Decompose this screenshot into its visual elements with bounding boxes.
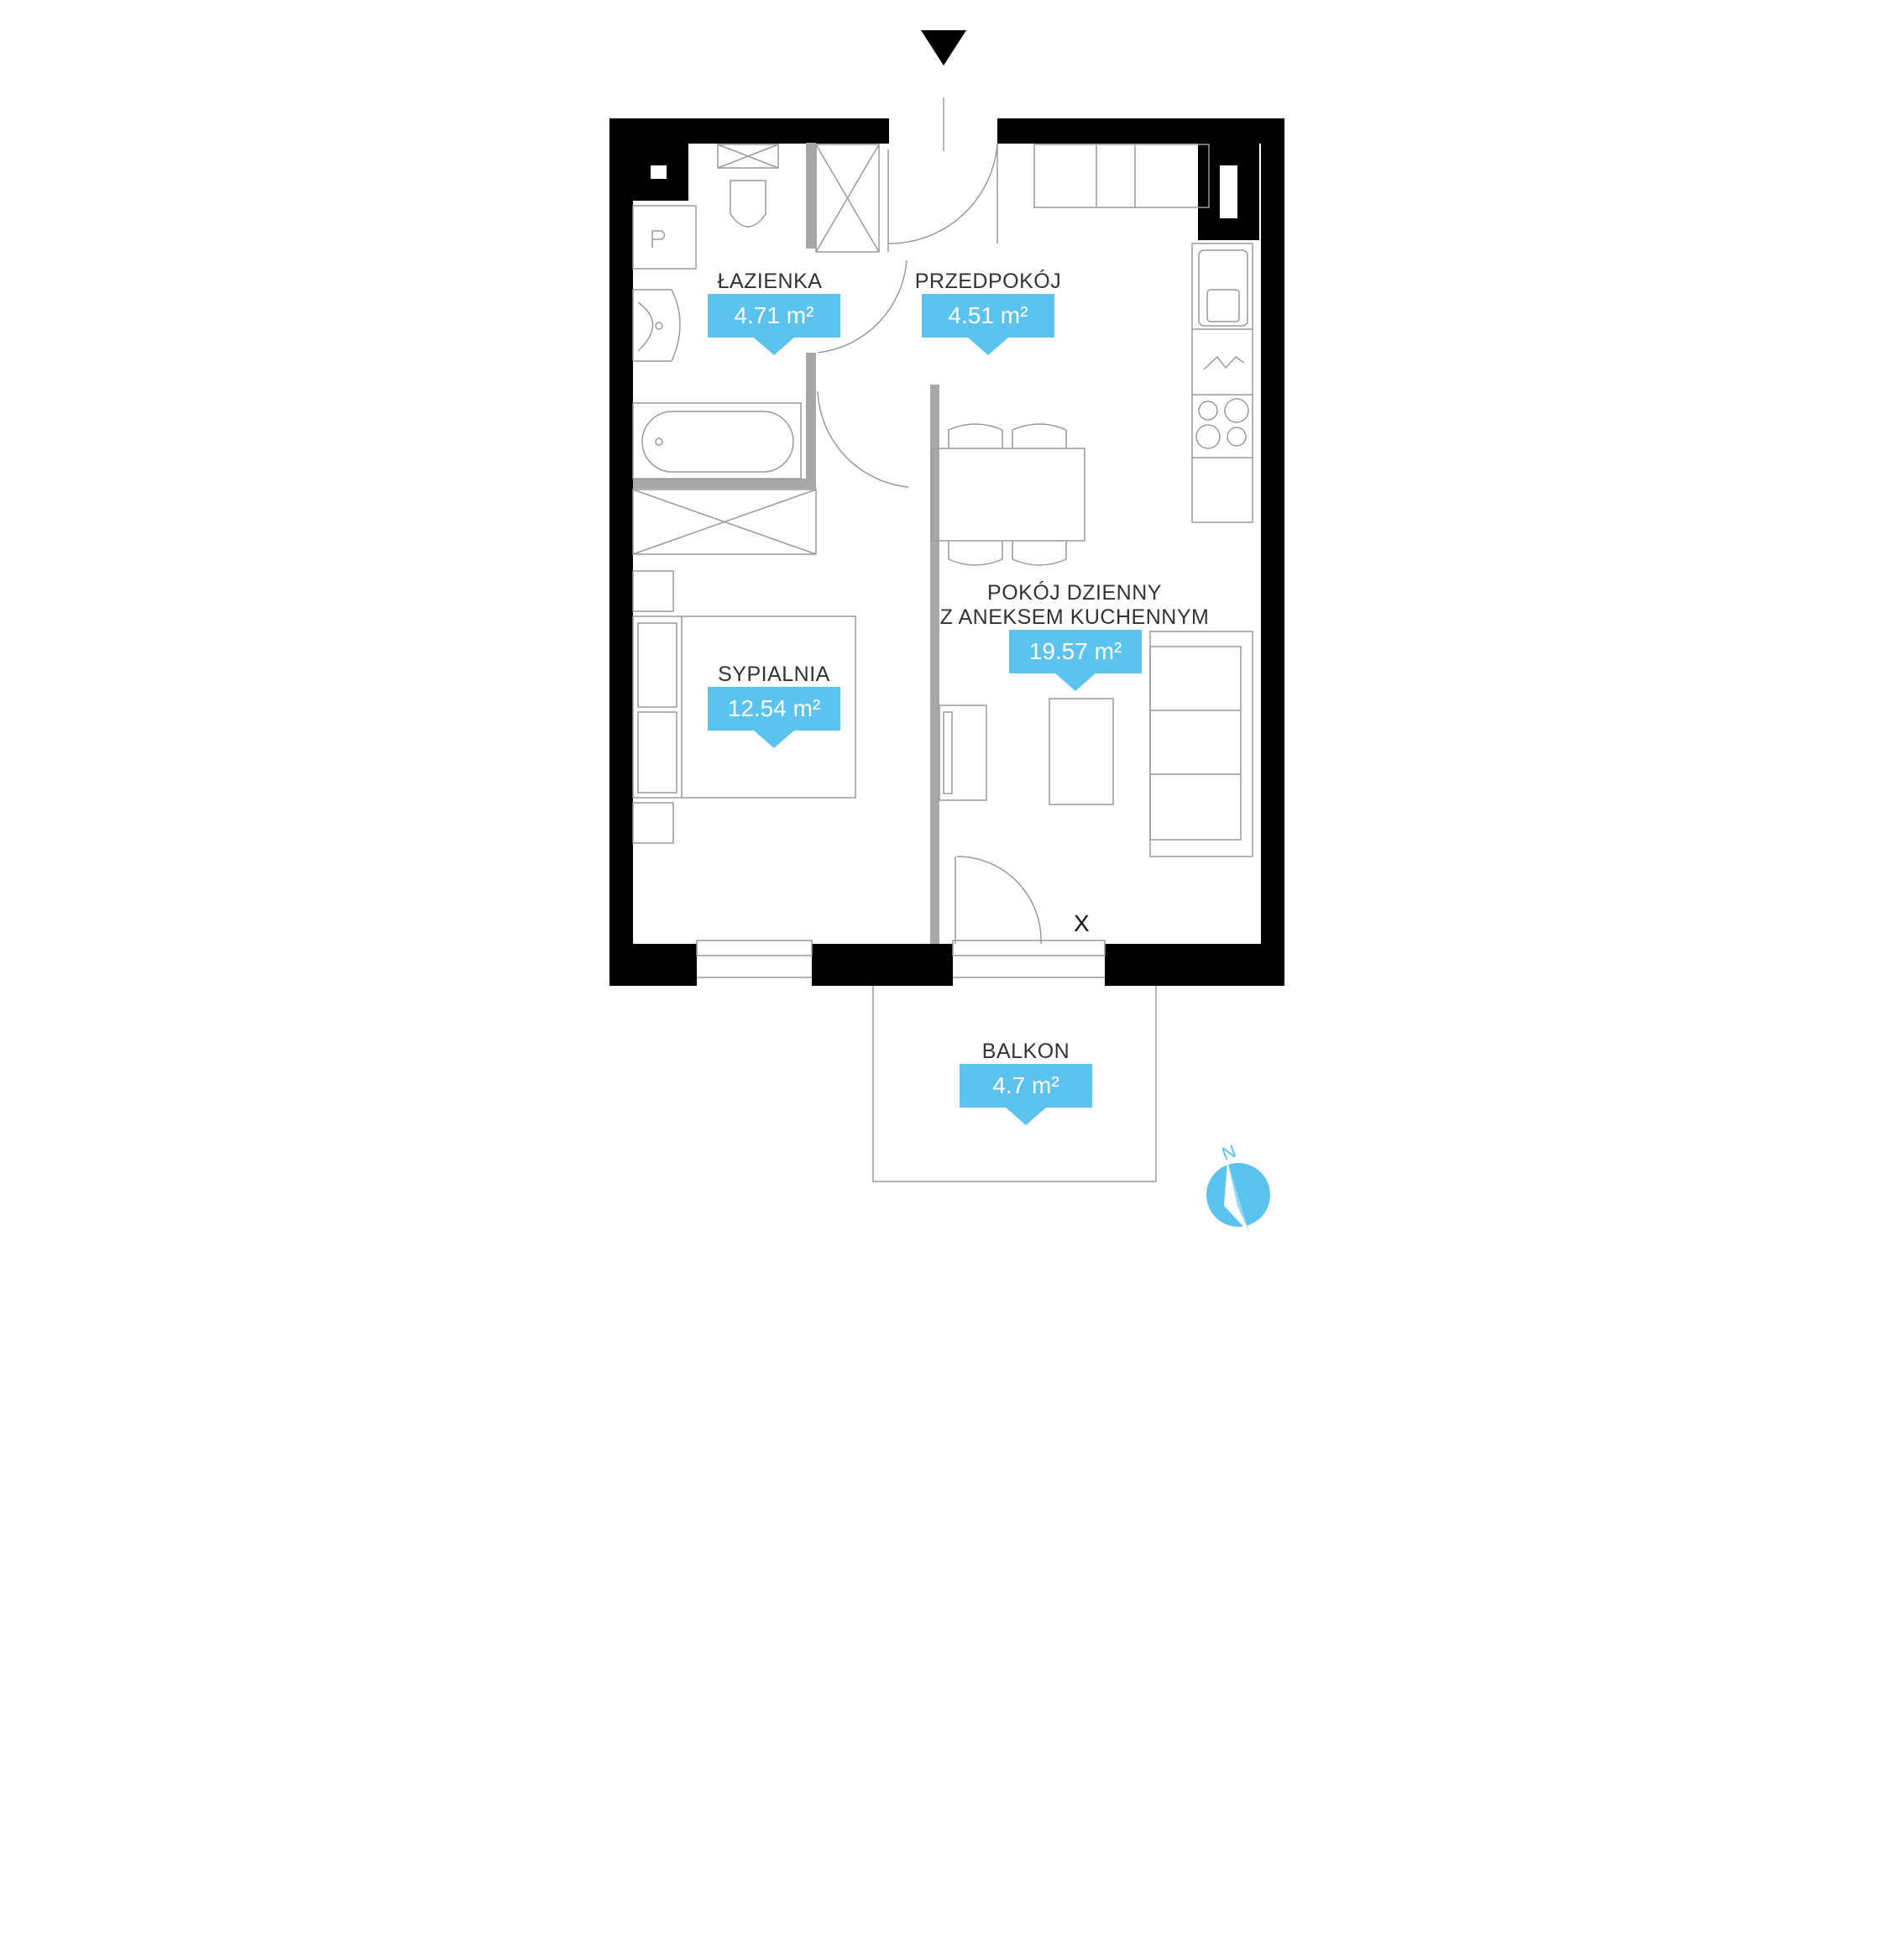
- area-tag-przedpokoj: 4.51 m²: [922, 294, 1054, 355]
- area-tag-sypialnia: 12.54 m²: [708, 687, 840, 748]
- room-name-pokoj-line2: Z ANEKSEM KUCHENNYM: [939, 605, 1210, 629]
- x-mark: X: [1074, 910, 1090, 936]
- entrance-arrow-icon: [921, 30, 966, 65]
- room-name-pokoj-line1: POKÓJ DZIENNY: [987, 581, 1162, 605]
- area-tag-pokoj: 19.57 m²: [1009, 630, 1142, 691]
- outer-walls: [609, 118, 1284, 986]
- partitions: [633, 143, 939, 944]
- room-name-lazienka: ŁAZIENKA: [717, 270, 823, 293]
- room-name-balkon: BALKON: [981, 1040, 1070, 1063]
- fixtures: [632, 144, 1253, 1182]
- room-name-przedpokoj: PRZEDPOKÓJ: [914, 270, 1062, 293]
- room-name-sypialnia: SYPIALNIA: [718, 663, 830, 686]
- area-tag-balkon: 4.7 m²: [960, 1064, 1092, 1125]
- compass-icon: [1206, 1161, 1270, 1233]
- door-swings: [817, 143, 1042, 945]
- area-tag-lazienka: 4.71 m²: [708, 294, 840, 355]
